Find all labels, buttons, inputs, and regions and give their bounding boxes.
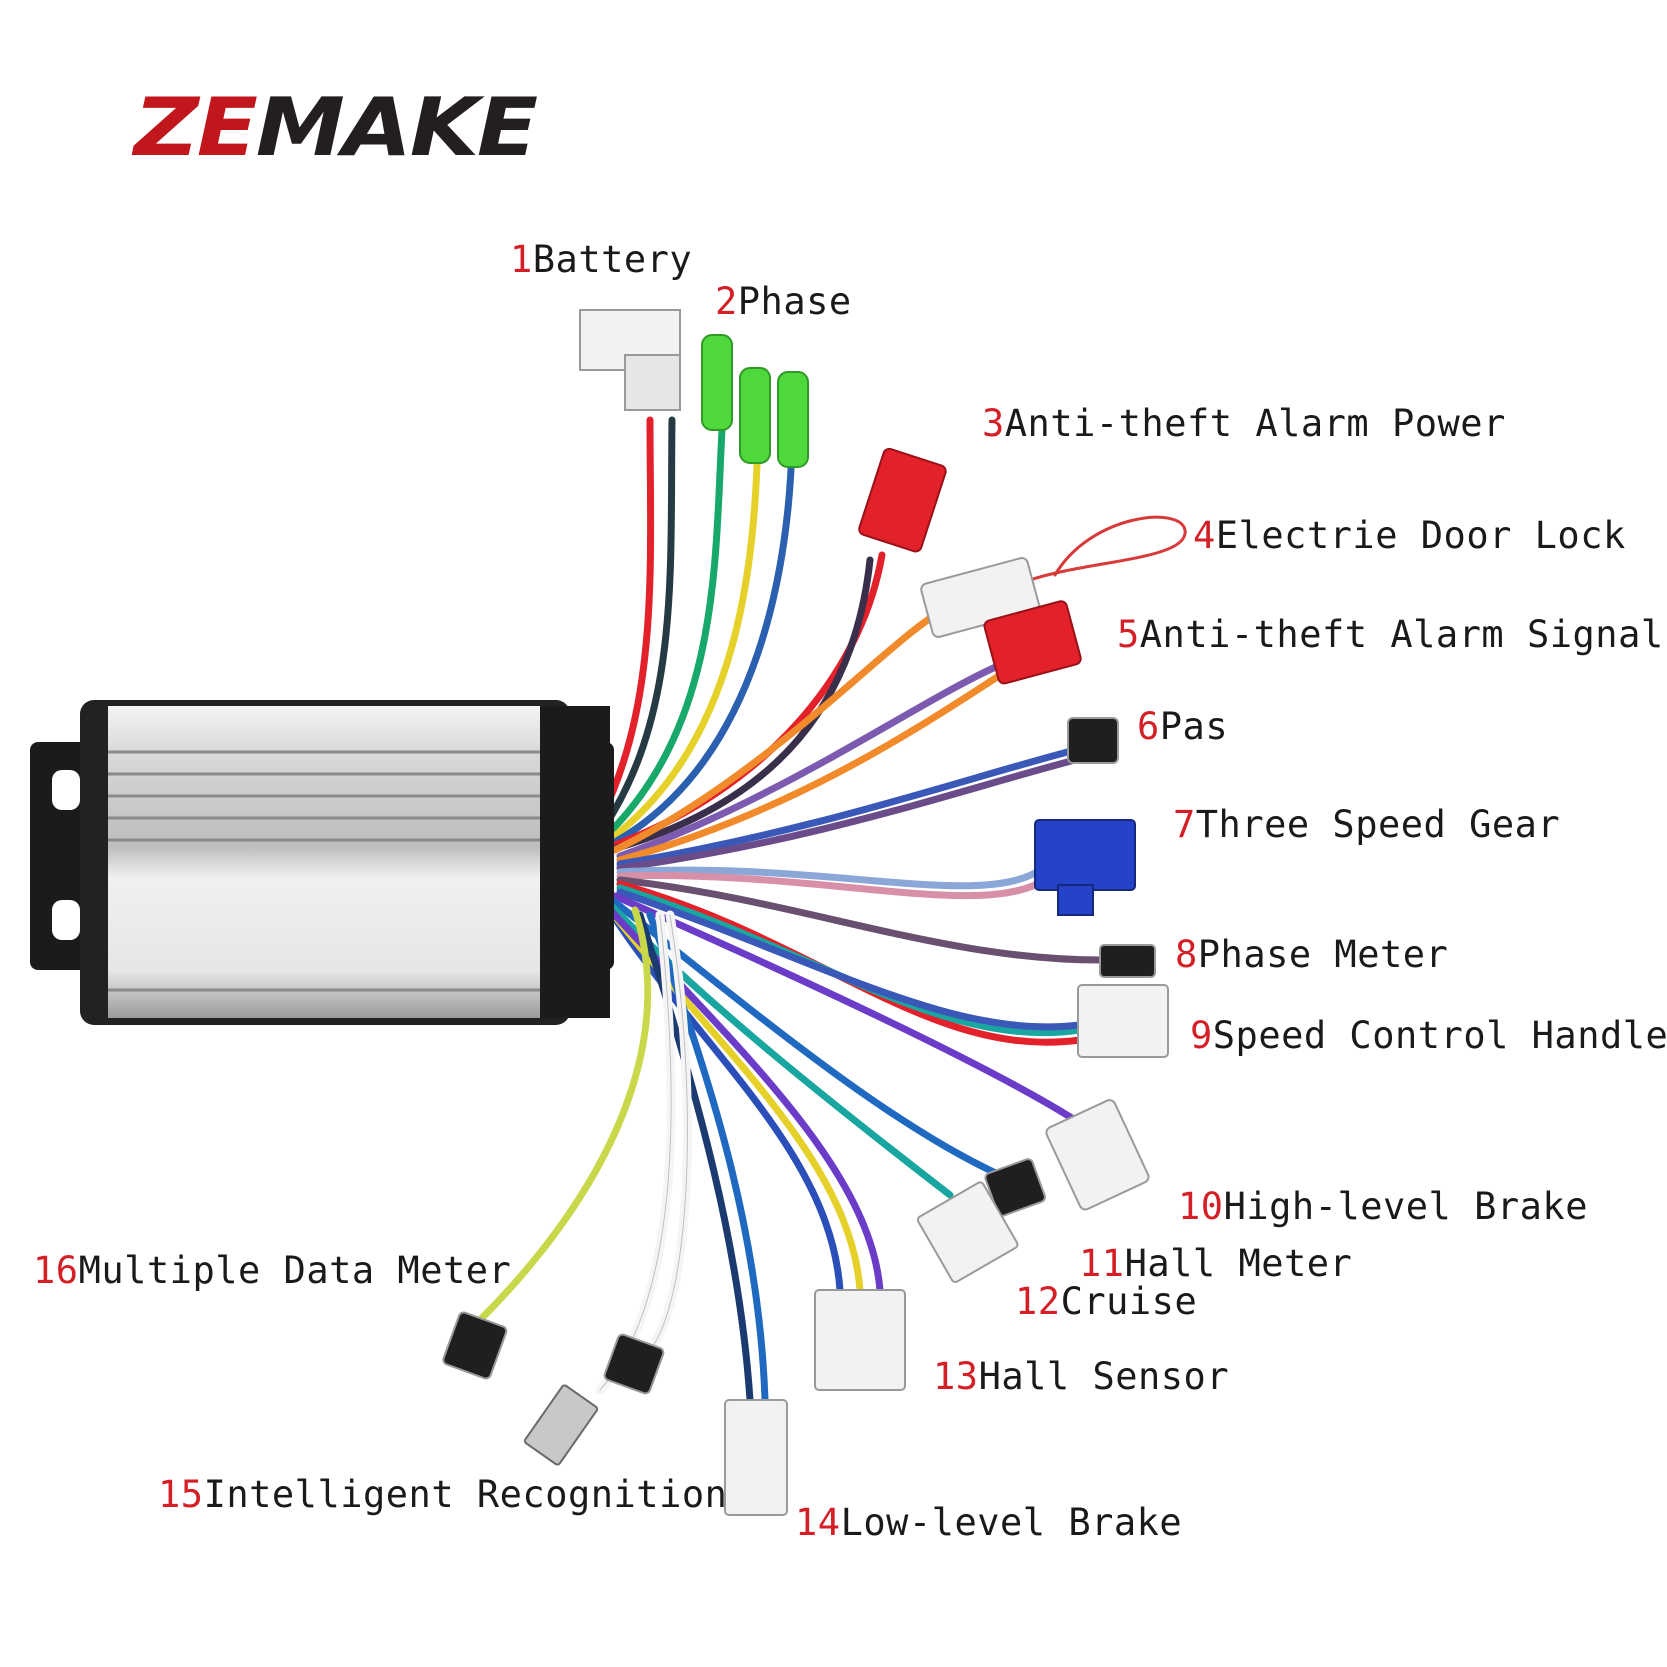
wire-phase-yellow xyxy=(608,431,762,842)
connector-recognition-black xyxy=(603,1333,665,1395)
label-text: Electrie Door Lock xyxy=(1215,514,1626,557)
wire-bundle xyxy=(476,416,1187,1404)
label-hall-meter: 11Hall Meter xyxy=(1079,1243,1352,1285)
connector-data-meter xyxy=(442,1311,508,1380)
label-number: 2 xyxy=(715,280,738,323)
connector-pas xyxy=(1067,717,1119,764)
label-number: 7 xyxy=(1173,803,1196,846)
label-number: 1 xyxy=(510,238,533,281)
connector-alarm-signal xyxy=(983,600,1082,685)
connector-phase-meter xyxy=(1099,944,1156,978)
label-battery: 1Battery xyxy=(510,239,692,281)
connector-three-speed-tab xyxy=(1057,884,1094,916)
connector-low-brake xyxy=(724,1399,788,1516)
label-anti-theft-alarm-power: 3Anti-theft Alarm Power xyxy=(982,403,1506,445)
label-phase-meter: 8Phase Meter xyxy=(1175,934,1448,976)
connector-three-speed xyxy=(1034,819,1136,891)
wire-high-brake xyxy=(611,892,1079,1124)
wire-data-meter xyxy=(476,906,652,1324)
label-phase: 2Phase xyxy=(715,281,852,323)
label-text: Low-level Brake xyxy=(840,1501,1183,1544)
connector-battery-body xyxy=(624,354,681,411)
label-number: 11 xyxy=(1079,1242,1125,1285)
wire-phase-blue xyxy=(611,436,796,846)
label-text: Multiple Data Meter xyxy=(78,1249,512,1292)
label-multiple-data-meter: 16Multiple Data Meter xyxy=(33,1250,511,1292)
wire-exit-cap xyxy=(540,706,610,1018)
connector-phase-1 xyxy=(701,334,733,431)
aluminum-body xyxy=(108,706,540,1018)
connector-speed-handle xyxy=(1077,984,1169,1058)
label-anti-theft-alarm-signal: 5Anti-theft Alarm Signal xyxy=(1117,614,1664,656)
wire-gear-pink xyxy=(616,872,1049,900)
controller-housing xyxy=(30,700,614,1025)
label-number: 8 xyxy=(1175,933,1198,976)
connector-high-brake xyxy=(1045,1099,1150,1211)
label-number: 16 xyxy=(33,1249,79,1292)
mount-hole-bottom xyxy=(52,900,80,940)
label-number: 6 xyxy=(1137,705,1160,748)
connector-phase-2 xyxy=(739,367,771,464)
connector-recognition-metal xyxy=(523,1384,599,1466)
wire-battery-black xyxy=(601,416,676,830)
label-text: Three Speed Gear xyxy=(1195,803,1561,846)
label-intelligent-recognition: 15Intelligent Recognition xyxy=(158,1474,727,1516)
wire-door-lock-loop xyxy=(1028,515,1187,582)
label-text: Anti-theft Alarm Signal xyxy=(1139,613,1664,656)
wire-alarm-power-black xyxy=(613,556,874,852)
label-pas: 6Pas xyxy=(1137,706,1228,748)
label-text: Phase xyxy=(737,280,852,323)
label-text: Hall Meter xyxy=(1124,1242,1353,1285)
label-text: Battery xyxy=(532,238,693,281)
label-number: 13 xyxy=(933,1355,979,1398)
label-number: 5 xyxy=(1117,613,1140,656)
label-number: 12 xyxy=(1015,1280,1061,1323)
label-number: 9 xyxy=(1190,1014,1213,1057)
label-number: 15 xyxy=(158,1473,204,1516)
connector-hall-meter xyxy=(984,1158,1046,1217)
wire-door-lock-orange xyxy=(611,611,939,854)
wire-phase-meter xyxy=(616,876,1104,964)
label-speed-control-handle: 9Speed Control Handle xyxy=(1190,1015,1667,1057)
label-text: Pas xyxy=(1159,705,1229,748)
wire-alarm-signal-orange xyxy=(616,668,1009,864)
wire-handle-blue xyxy=(616,888,1084,1031)
label-number: 10 xyxy=(1178,1185,1224,1228)
wire-pas-blue xyxy=(616,746,1079,868)
label-number: 4 xyxy=(1193,514,1216,557)
label-three-speed-gear: 7Three Speed Gear xyxy=(1173,804,1560,846)
wire-battery-red xyxy=(596,416,655,824)
wire-recognition-outline-2 xyxy=(649,914,688,1351)
wire-pas-purple xyxy=(616,756,1079,872)
logo-part-2: MAKE xyxy=(255,81,538,174)
label-text: Phase Meter xyxy=(1197,933,1449,976)
logo-part-1: ZE xyxy=(134,81,258,174)
label-number: 14 xyxy=(795,1501,841,1544)
label-text: Intelligent Recognition xyxy=(203,1473,728,1516)
brand-logo: ZEMAKE xyxy=(134,88,538,168)
label-text: High-level Brake xyxy=(1223,1185,1588,1228)
connector-hall-sensor xyxy=(814,1289,906,1391)
label-text: Hall Sensor xyxy=(978,1355,1230,1398)
heat-fins xyxy=(108,750,540,992)
wire-gear-lightblue xyxy=(616,866,1044,890)
label-low-level-brake: 14Low-level Brake xyxy=(795,1502,1182,1544)
label-high-level-brake: 10High-level Brake xyxy=(1178,1186,1588,1228)
connector-phase-3 xyxy=(777,371,809,468)
label-electrie-door-lock: 4Electrie Door Lock xyxy=(1193,515,1626,557)
label-number: 3 xyxy=(982,402,1005,445)
connector-alarm-power xyxy=(858,447,947,553)
label-text: Cruise xyxy=(1060,1280,1198,1323)
wire-alarm-signal-purple xyxy=(616,661,1004,860)
label-text: Anti-theft Alarm Power xyxy=(1004,402,1506,445)
connectors xyxy=(442,309,1169,1516)
label-text: Speed Control Handle xyxy=(1212,1014,1667,1057)
label-hall-sensor: 13Hall Sensor xyxy=(933,1356,1229,1398)
label-cruise: 12Cruise xyxy=(1015,1281,1197,1323)
connector-cruise xyxy=(916,1181,1019,1283)
wire-phase-green xyxy=(606,426,726,836)
mount-hole-top xyxy=(52,770,80,810)
